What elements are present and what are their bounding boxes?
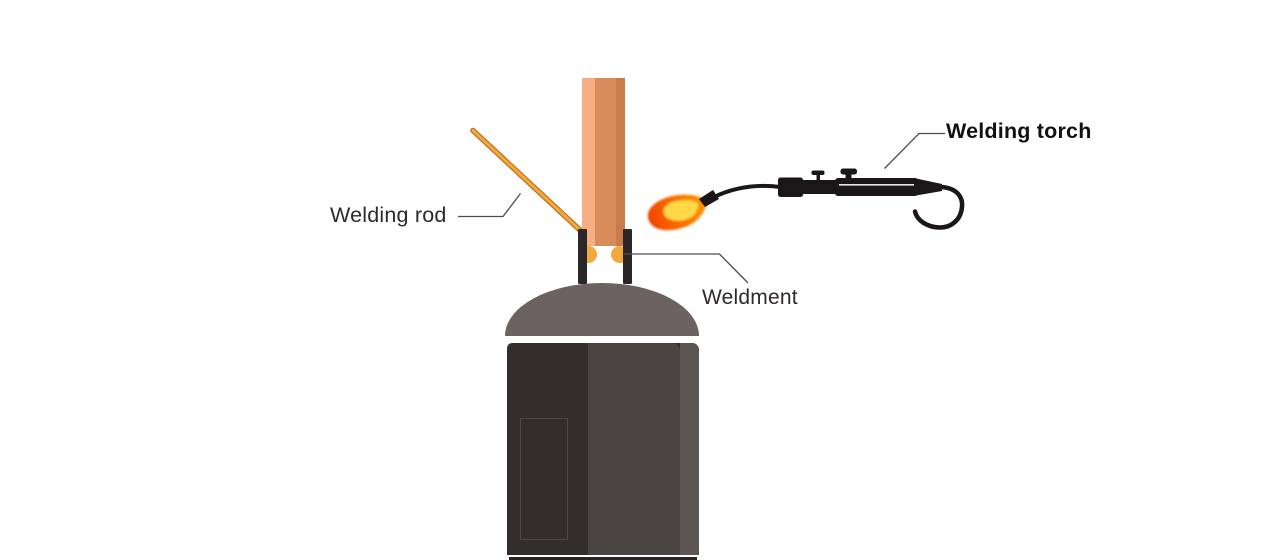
- torch-neck: [712, 183, 782, 199]
- tank-footer-band: [509, 557, 697, 560]
- welding-torch-label: Welding torch: [946, 119, 1092, 143]
- welding-rod-leader-line: [458, 193, 522, 218]
- torch-hose: [912, 184, 965, 230]
- tank-label-panel: [520, 418, 568, 540]
- tank-body-mid-section: [588, 343, 680, 555]
- leader-lines: [458, 132, 945, 284]
- flame-inner: [663, 200, 699, 221]
- socket-wall-left: [578, 229, 587, 284]
- torch-valve-rear-stem: [845, 174, 852, 179]
- torch-mid-tube: [801, 180, 836, 194]
- torch-collar: [778, 177, 803, 197]
- torch-flame: [647, 194, 707, 231]
- torch-barrel-highlight: [839, 184, 914, 186]
- weldment-label: Weldment: [702, 286, 798, 309]
- weld-beads: [580, 246, 628, 263]
- socket-wall-right: [623, 229, 632, 284]
- copper-pipe: [582, 78, 625, 246]
- torch-valve-rear: [840, 168, 857, 175]
- torch-nozzle: [699, 190, 719, 207]
- welding-rod-core: [471, 129, 583, 233]
- welding-torch: [699, 168, 965, 230]
- weld-socket: [578, 229, 632, 284]
- torch-barrel: [835, 178, 918, 196]
- weldment-leader-line: [624, 253, 749, 284]
- welding-rod-label: Welding rod: [330, 203, 447, 227]
- torch-handle-taper: [916, 178, 942, 196]
- welding-rod: [470, 127, 584, 234]
- tank-body: [507, 343, 699, 555]
- torch-valve-front-stem: [816, 174, 820, 181]
- welding-torch-leader-line: [884, 132, 945, 169]
- torch-valve-front: [811, 170, 825, 175]
- tank-body-edge-highlight: [680, 343, 699, 555]
